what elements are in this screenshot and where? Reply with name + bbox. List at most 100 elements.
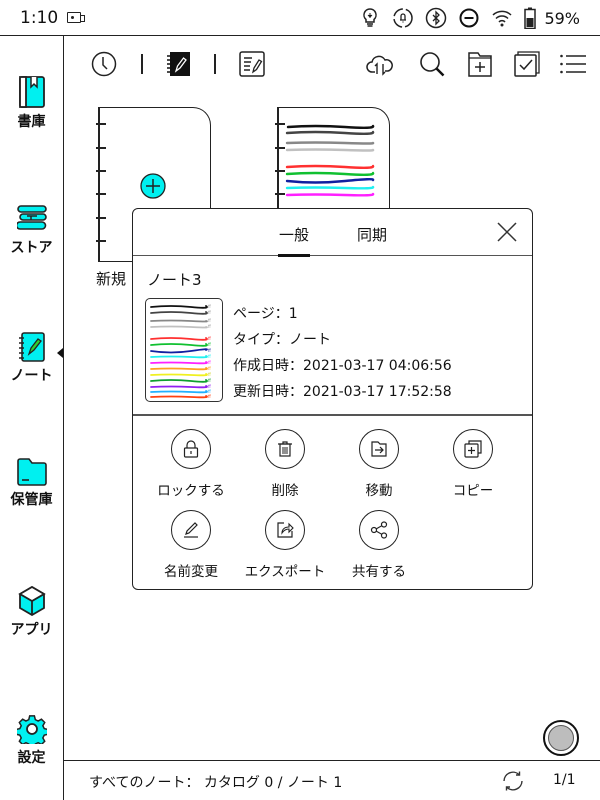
cloud-sync-button[interactable]	[366, 50, 394, 78]
trash-icon	[278, 441, 292, 457]
move-button[interactable]: 移動	[331, 429, 427, 499]
share-icon	[370, 521, 388, 539]
new-folder-icon	[468, 52, 492, 77]
floating-button-inner	[548, 725, 574, 751]
action-label: 移動	[365, 483, 393, 499]
gear-icon	[16, 715, 47, 744]
action-label: 削除	[271, 483, 299, 499]
lock-button[interactable]: ロックする	[143, 429, 239, 499]
text-note-icon	[239, 51, 265, 77]
notebook-tab-button[interactable]	[165, 50, 193, 78]
note-title: ノート3	[147, 271, 202, 289]
delete-button[interactable]: 削除	[237, 429, 333, 499]
svg-text:ff: ff	[208, 318, 211, 323]
svg-text:ff: ff	[208, 310, 211, 315]
list-view-icon	[560, 54, 586, 74]
toolbar-divider	[214, 54, 216, 74]
plus-circle-icon	[140, 173, 166, 199]
frontlight-icon[interactable]	[358, 6, 382, 30]
action-label: 共有する	[352, 564, 406, 580]
note-thumbnail	[285, 124, 375, 197]
bluetooth-icon[interactable]	[424, 6, 448, 30]
svg-text:ff: ff	[208, 389, 211, 394]
sidebar-item-settings[interactable]: 設定	[0, 714, 63, 767]
sidebar-label: ストア	[10, 240, 53, 256]
svg-text:ff: ff	[208, 304, 211, 309]
action-label: エクスポート	[244, 564, 326, 580]
sidebar-item-apps[interactable]: アプリ	[0, 586, 63, 639]
copy-button[interactable]: コピー	[425, 429, 521, 499]
notebook-icon	[167, 52, 190, 76]
battery-percent: 59%	[544, 8, 580, 28]
svg-text:ff: ff	[208, 348, 211, 353]
action-label: ロックする	[157, 483, 225, 499]
rename-button[interactable]: 名前変更	[143, 510, 239, 580]
cloud-sync-icon	[366, 55, 393, 76]
lock-icon	[183, 440, 199, 458]
notes-summary: すべてのノート： カタログ 0 / ノート 1	[89, 775, 343, 791]
share-button[interactable]: 共有する	[331, 510, 427, 580]
recent-button[interactable]	[90, 50, 118, 78]
note-info: ページ：1 タイプ：ノート 作成日時：2021-03-17 04:06:56 更…	[233, 301, 452, 405]
sidebar: 書庫 ストア ノート 保管庫 アプリ 設定	[0, 36, 64, 800]
note-type: タイプ：ノート	[233, 332, 331, 348]
floating-menu-button[interactable]	[543, 720, 579, 756]
multi-select-icon	[514, 51, 540, 77]
active-indicator	[57, 348, 63, 358]
store-books-icon	[16, 205, 47, 230]
sidebar-label: 書庫	[17, 114, 46, 130]
wifi-icon[interactable]	[490, 6, 514, 30]
list-view-button[interactable]	[559, 50, 587, 78]
cube-icon	[17, 586, 46, 616]
export-button[interactable]: エクスポート	[237, 510, 333, 580]
svg-text:ff: ff	[208, 378, 211, 383]
copy-icon	[464, 440, 482, 458]
sidebar-item-library[interactable]: 書庫	[0, 76, 63, 131]
toolbar	[64, 36, 600, 94]
multi-select-button[interactable]	[513, 50, 541, 78]
sidebar-label: ノート	[10, 368, 53, 384]
close-icon[interactable]	[496, 221, 518, 243]
svg-text:ff: ff	[208, 336, 211, 341]
svg-text:ff: ff	[208, 384, 211, 389]
toolbar-divider	[141, 54, 143, 74]
dialog-tabs: 一般 同期	[133, 209, 532, 257]
screen-record-icon	[67, 12, 85, 23]
status-icons: 59%	[349, 6, 580, 30]
tab-sync[interactable]: 同期	[357, 226, 388, 244]
sidebar-item-store[interactable]: ストア	[0, 204, 63, 257]
sidebar-item-notes[interactable]: ノート	[0, 332, 63, 385]
svg-text:ff: ff	[208, 324, 211, 329]
library-book-icon	[18, 76, 45, 108]
sidebar-label: アプリ	[10, 622, 53, 638]
clock: 1:10	[20, 8, 59, 28]
do-not-disturb-icon[interactable]	[457, 6, 481, 30]
search-icon	[420, 52, 445, 77]
auto-sync-icon[interactable]	[391, 6, 415, 30]
action-label: コピー	[452, 483, 494, 499]
sidebar-label: 保管庫	[10, 492, 53, 508]
new-folder-button[interactable]	[466, 50, 494, 78]
move-folder-icon	[371, 441, 387, 457]
page-indicator: 1/1	[553, 772, 576, 788]
svg-text:ff: ff	[208, 394, 211, 399]
page-count: ページ：1	[233, 306, 298, 322]
tab-general[interactable]: 一般	[277, 226, 311, 257]
svg-text:ff: ff	[208, 366, 211, 371]
refresh-icon[interactable]	[501, 769, 525, 793]
sidebar-label: 設定	[17, 750, 46, 766]
created-date: 作成日時：2021-03-17 04:06:56	[233, 358, 452, 374]
svg-text:ff: ff	[208, 354, 211, 359]
rename-pencil-icon	[184, 522, 198, 538]
folder-icon	[16, 458, 47, 486]
footer: すべてのノート： カタログ 0 / ノート 1 1/1	[64, 760, 600, 800]
notebook-pen-icon	[18, 332, 45, 362]
search-button[interactable]	[418, 50, 446, 78]
recent-clock-icon	[91, 51, 117, 77]
status-bar: 1:10 59%	[0, 0, 600, 36]
action-label: 名前変更	[164, 564, 218, 580]
export-icon	[277, 522, 294, 538]
sidebar-item-storage[interactable]: 保管庫	[0, 458, 63, 509]
text-note-button[interactable]	[238, 50, 266, 78]
